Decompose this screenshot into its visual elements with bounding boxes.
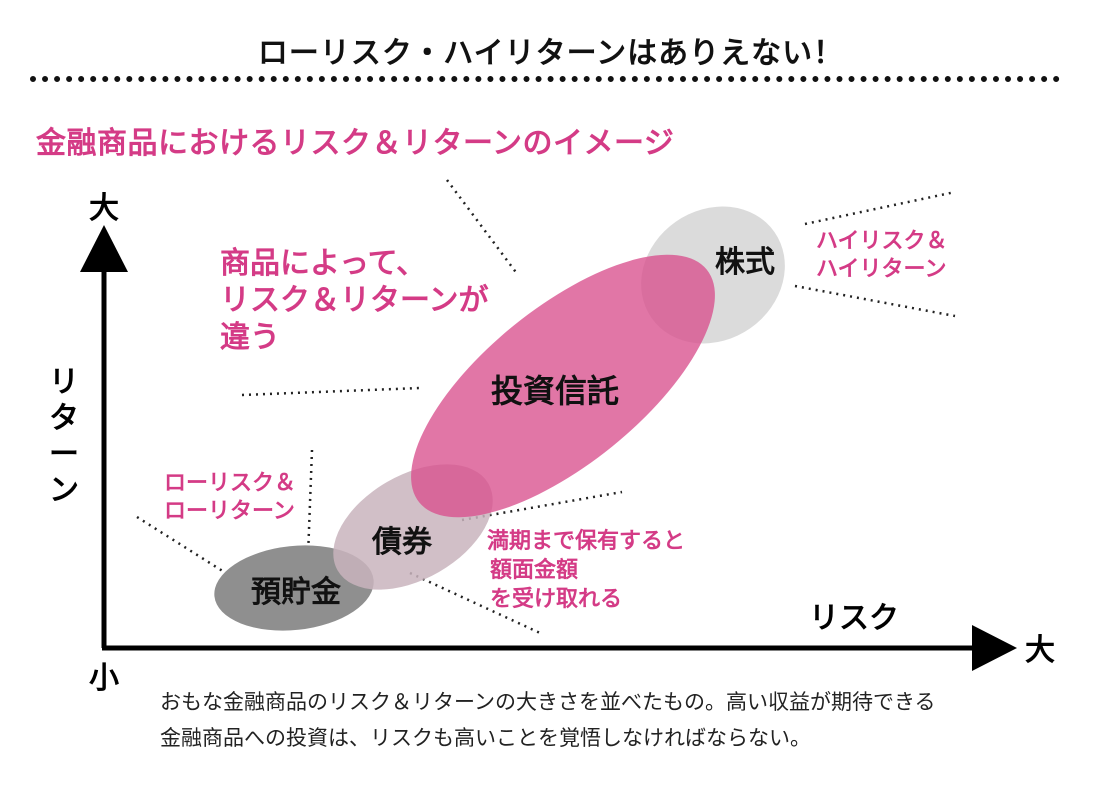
annotation-high-line: ハイリターン bbox=[816, 257, 946, 282]
title-divider bbox=[30, 76, 1060, 82]
y-axis-title: リ タ ー ン bbox=[49, 365, 79, 508]
x-axis-title: リスク bbox=[809, 601, 899, 636]
annotation-varies: 商品によって、 リスク＆リターンが 違う bbox=[220, 246, 489, 355]
diagram-subtitle: 金融商品におけるリスク＆リターンのイメージ bbox=[36, 126, 675, 161]
annotation-bond-note: 満期まで保有すると 額面金額 を受け取れる bbox=[487, 528, 685, 612]
annotation-low: ローリスク＆ ローリターン bbox=[164, 471, 296, 524]
leader-lines bbox=[136, 179, 956, 635]
annotation-varies-line: 違う bbox=[220, 320, 280, 355]
deposit-ellipse bbox=[214, 545, 374, 631]
stock-label: 株式 bbox=[715, 245, 775, 280]
y-axis-title-char: ン bbox=[49, 473, 79, 508]
annotation-bond-note-line: 満期まで保有すると bbox=[487, 528, 685, 554]
origin-label: 小 bbox=[89, 661, 119, 696]
leader-line-varies-left bbox=[241, 386, 421, 397]
page-title: ローリスク・ハイリターンはありえない！ bbox=[257, 36, 845, 71]
leader-line-high-bottom bbox=[794, 284, 956, 318]
annotation-bond-note-line: 額面金額 bbox=[490, 557, 578, 583]
axes bbox=[80, 225, 1017, 671]
annotation-low-line: ローリターン bbox=[164, 499, 295, 524]
annotation-varies-line: 商品によって、 bbox=[220, 246, 426, 281]
y-axis-high-label: 大 bbox=[89, 191, 119, 226]
annotation-bond-note-line: を受け取れる bbox=[490, 586, 622, 612]
leader-line-bond-bottom bbox=[409, 571, 541, 635]
bond-label: 債券 bbox=[371, 525, 433, 560]
leader-line-low-left bbox=[136, 515, 241, 584]
leader-line-high-top bbox=[804, 190, 956, 226]
diagram-caption: おもな金融商品のリスク＆リターンの大きさを並べたもの。高い収益が期待できる金融商… bbox=[160, 690, 936, 750]
leader-line-varies-top bbox=[445, 179, 520, 276]
fund-label: 投資信託 bbox=[491, 372, 619, 410]
annotation-low-line: ローリスク＆ bbox=[164, 471, 296, 496]
x-axis-arrowhead bbox=[972, 625, 1017, 671]
annotation-varies-line: リスク＆リターンが bbox=[220, 283, 489, 318]
annotation-high-line: ハイリスク＆ bbox=[816, 229, 948, 254]
y-axis-title-char: リ bbox=[49, 365, 79, 400]
y-axis-arrowhead bbox=[80, 225, 128, 272]
leader-line-low-vertical bbox=[306, 449, 314, 557]
annotation-high: ハイリスク＆ ハイリターン bbox=[816, 229, 948, 282]
y-axis-title-char: タ bbox=[49, 401, 79, 436]
x-axis-high-label: 大 bbox=[1025, 633, 1055, 668]
fund-ellipse bbox=[411, 254, 715, 518]
y-axis-title-char: ー bbox=[49, 437, 79, 472]
deposit-label: 預貯金 bbox=[251, 575, 342, 610]
